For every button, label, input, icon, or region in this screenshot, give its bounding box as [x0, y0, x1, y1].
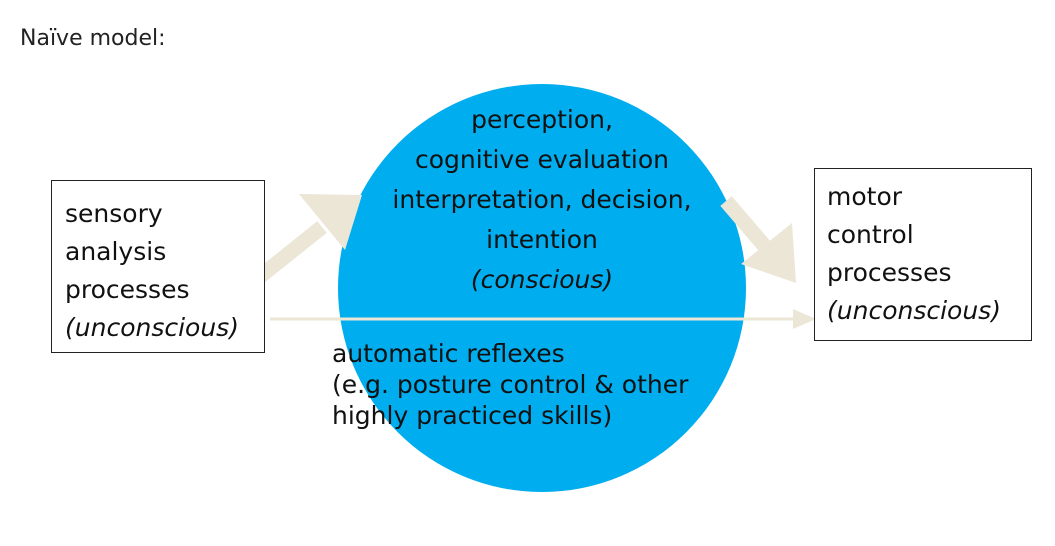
diagram-title: Naïve model: — [20, 26, 166, 51]
motor-line-1: motor — [827, 182, 903, 211]
sensory-line-2: analysis — [65, 237, 167, 266]
conscious-processing-circle — [338, 84, 746, 492]
sensory-note: (unconscious) — [65, 313, 239, 342]
reflex-arrowhead — [793, 309, 816, 329]
sensory-analysis-box: sensory analysis processes (unconscious) — [51, 180, 265, 353]
center-note: (conscious) — [470, 265, 614, 294]
cognition-to-motor-arrowhead — [741, 223, 796, 283]
reflex-line-3: highly practiced skills) — [332, 401, 613, 430]
motor-line-3: processes — [827, 258, 952, 287]
motor-control-box: motor control processes (unconscious) — [814, 168, 1032, 341]
conscious-processing-label: perception, cognitive evaluation interpr… — [338, 100, 746, 300]
reflex-line-2: (e.g. posture control & other — [332, 370, 689, 399]
motor-line-2: control — [827, 220, 914, 249]
center-line-2: cognitive evaluation — [414, 145, 670, 174]
sensory-to-cognition-arrowhead — [299, 194, 362, 250]
center-line-4: intention — [486, 225, 598, 254]
sensory-line-1: sensory — [65, 199, 163, 228]
sensory-line-3: processes — [65, 275, 190, 304]
automatic-reflexes-label: automatic reflexes (e.g. posture control… — [332, 338, 688, 431]
reflex-line-1: automatic reflexes — [332, 339, 565, 368]
center-line-3: interpretation, decision, — [392, 185, 692, 214]
center-line-1: perception, — [471, 105, 613, 134]
motor-note: (unconscious) — [827, 296, 1001, 325]
cognition-to-motor-arrow-shaft — [720, 196, 774, 255]
